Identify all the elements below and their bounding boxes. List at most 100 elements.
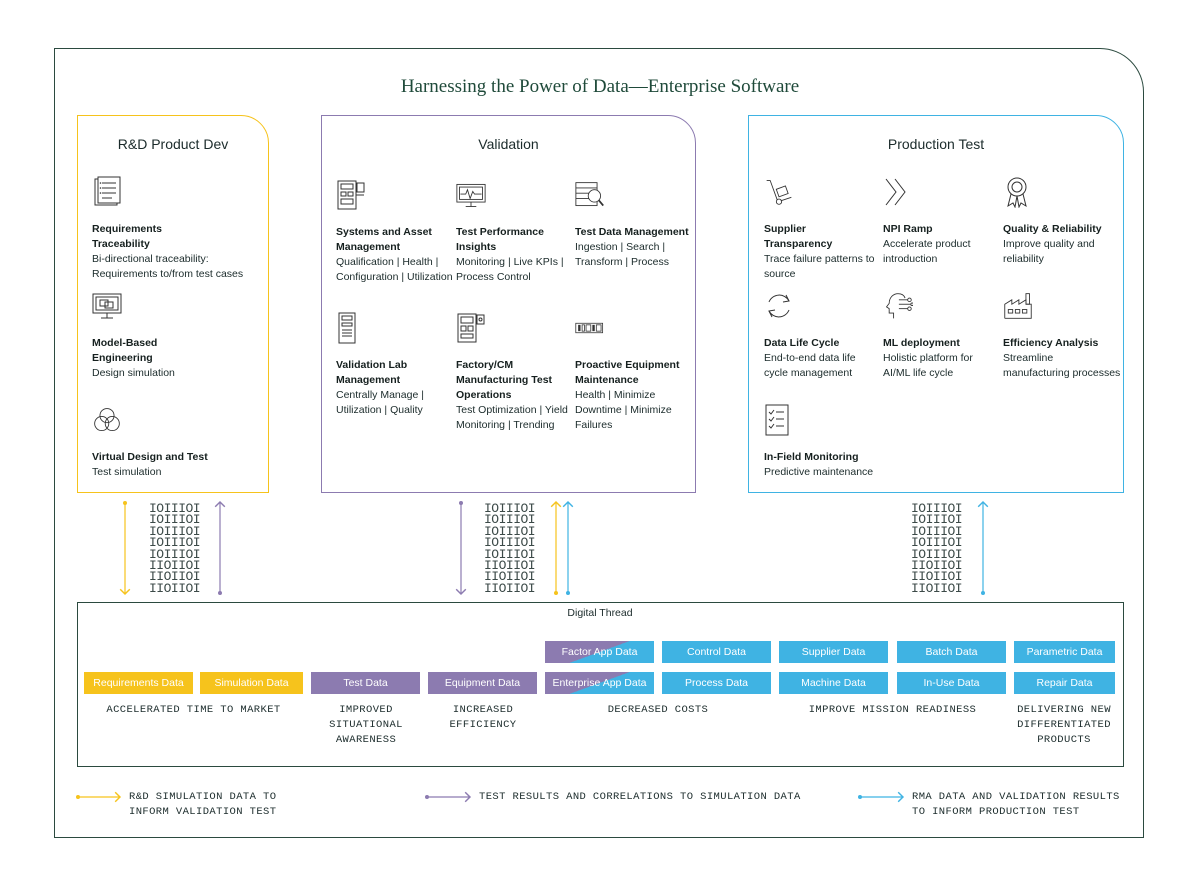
item-in-field-monitoring: In-Field Monitoring Predictive maintenan… [764, 404, 882, 480]
monitor-model-icon [92, 290, 122, 322]
item-title: Requirements Traceability [92, 223, 163, 250]
chip-repair-data: Repair Data [1014, 672, 1115, 694]
legend-arrow-purple [425, 791, 472, 803]
digital-thread-box [77, 602, 1124, 767]
award-ribbon-icon [1003, 176, 1033, 209]
item-efficiency-analysis: Efficiency Analysis Streamline manufactu… [1003, 290, 1121, 381]
panel-title: R&D Product Dev [117, 136, 229, 152]
arrow-validation-up-yellow [550, 500, 562, 595]
item-title: Validation Lab Management [336, 359, 408, 386]
arrow-validation-up-blue [562, 500, 574, 595]
item-desc: Accelerate product introduction [883, 238, 971, 265]
equipment-module-icon [575, 312, 605, 344]
item-title: Data Life Cycle [764, 337, 840, 349]
chip-simulation-data: Simulation Data [200, 672, 303, 694]
item-desc: Trace failure patterns to source [764, 253, 875, 280]
item-desc: Holistic platform for AI/ML life cycle [883, 352, 973, 379]
item-supplier-transparency: Supplier Transparency Trace failure patt… [764, 176, 882, 282]
item-test-data-management: Test Data Management Ingestion | Search … [575, 179, 693, 270]
lab-rack-icon [336, 312, 366, 344]
equipment-rack-icon [336, 179, 366, 211]
item-desc: Test simulation [92, 466, 162, 478]
legend-arrow-yellow [76, 791, 122, 803]
chip-parametric-data: Parametric Data [1014, 641, 1115, 663]
legend-purple-text: TEST RESULTS AND CORRELATIONS TO SIMULAT… [479, 791, 801, 803]
venn-circles-icon [92, 404, 122, 436]
digital-thread-title: Digital Thread [567, 607, 633, 619]
item-title: Quality & Reliability [1003, 223, 1102, 235]
chevrons-right-icon [883, 176, 913, 208]
arrow-rd-down-yellow [119, 501, 131, 596]
arrow-production-up-blue [977, 500, 989, 595]
outcome-time-to-market: ACCELERATED TIME TO MARKET [106, 704, 281, 716]
factory-icon [1003, 290, 1033, 322]
item-systems-asset-management: Systems and Asset Management Qualificati… [336, 179, 454, 285]
manufacturing-rack-icon [456, 312, 486, 344]
item-title: Proactive Equipment Maintenance [575, 359, 680, 386]
item-desc: Test Optimization | Yield Monitoring | T… [456, 404, 568, 431]
item-title: NPI Ramp [883, 223, 933, 235]
item-title: Supplier Transparency [764, 223, 833, 250]
chip-requirements-data: Requirements Data [84, 672, 193, 694]
chip-batch-data: Batch Data [897, 641, 1006, 663]
binary-stream-validation: IOIIIOI IOIIIOI IOIIIOI IOIIIOI IOIIIOI … [484, 501, 536, 596]
item-desc: End-to-end data life cycle management [764, 352, 856, 379]
chip-process-data: Process Data [662, 672, 771, 694]
item-title: Test Performance Insights [456, 226, 544, 253]
legend-yellow-text: R&D SIMULATION DATA TO INFORM VALIDATION… [129, 791, 277, 818]
panel-title: Production Test [887, 136, 985, 152]
item-desc: Bi-directional traceability: Requirement… [92, 253, 244, 280]
page-title: Harnessing the Power of Data—Enterprise … [400, 76, 800, 97]
data-search-icon [575, 179, 605, 211]
item-title: In-Field Monitoring [764, 451, 859, 463]
item-proactive-equipment-maintenance: Proactive Equipment Maintenance Health |… [575, 312, 693, 433]
item-desc: Qualification | Health | Configuration |… [336, 256, 453, 283]
item-data-life-cycle: Data Life Cycle End-to-end data life cyc… [764, 290, 882, 381]
item-virtual-design-test: Virtual Design and Test Test simulation [92, 404, 252, 480]
binary-stream-rd: IOIIIOI IOIIIOI IOIIIOI IOIIIOI IOIIIOI … [149, 501, 201, 596]
item-title: Factory/CM Manufacturing Test Operations [456, 359, 553, 401]
checklist-icon [764, 404, 794, 436]
item-desc: Streamline manufacturing processes [1003, 352, 1121, 379]
item-title: Efficiency Analysis [1003, 337, 1099, 349]
item-desc: Monitoring | Live KPIs | Process Control [456, 256, 564, 283]
item-quality-reliability: Quality & Reliability Improve quality an… [1003, 176, 1121, 267]
outcome-decreased-costs: DECREASED COSTS [607, 704, 709, 716]
item-ml-deployment: ML deployment Holistic platform for AI/M… [883, 290, 1001, 381]
ai-head-icon [883, 290, 914, 322]
item-validation-lab-management: Validation Lab Management Centrally Mana… [336, 312, 454, 418]
item-title: ML deployment [883, 337, 960, 349]
item-desc: Design simulation [92, 367, 175, 379]
chip-machine-data: Machine Data [779, 672, 888, 694]
outcome-mission-readiness: IMPROVE MISSION READINESS [808, 704, 977, 716]
outer-frame [54, 48, 1144, 838]
chip-control-data: Control Data [662, 641, 771, 663]
arrow-validation-down-purple [455, 501, 467, 596]
arrow-rd-up-purple [214, 500, 226, 595]
panel-validation: Validation [321, 115, 696, 493]
item-factory-cm-manufacturing: Factory/CM Manufacturing Test Operations… [456, 312, 574, 433]
chip-supplier-data: Supplier Data [779, 641, 888, 663]
outcome-situational-awareness: IMPROVED SITUATIONAL AWARENESS [329, 704, 403, 746]
item-title: Virtual Design and Test [92, 451, 208, 463]
hand-truck-icon [764, 176, 794, 208]
binary-stream-production: IOIIIOI IOIIIOI IOIIIOI IOIIIOI IOIIIOI … [911, 501, 963, 596]
item-desc: Health | Minimize Downtime | Minimize Fa… [575, 389, 672, 431]
document-list-icon [92, 176, 122, 208]
chip-factor-app-data: Factor App Data [545, 641, 654, 663]
legend-arrow-blue [858, 791, 905, 803]
item-title: Model-Based Engineering [92, 337, 158, 364]
item-title: Test Data Management [575, 226, 689, 238]
monitor-pulse-icon [456, 179, 486, 211]
item-npi-ramp: NPI Ramp Accelerate product introduction [883, 176, 1001, 267]
item-requirements-traceability: Requirements Traceability Bi-directional… [92, 176, 262, 282]
panel-title: Validation [478, 136, 539, 152]
outcome-differentiated-products: DELIVERING NEW DIFFERENTIATED PRODUCTS [1017, 704, 1111, 746]
chip-enterprise-app-data: Enterprise App Data [545, 672, 654, 694]
item-desc: Ingestion | Search | Transform | Process [575, 241, 669, 268]
item-test-performance-insights: Test Performance Insights Monitoring | L… [456, 179, 574, 285]
cycle-arrows-icon [764, 290, 794, 322]
item-desc: Improve quality and reliability [1003, 238, 1095, 265]
panel-production-test: Production Test [748, 115, 1124, 493]
